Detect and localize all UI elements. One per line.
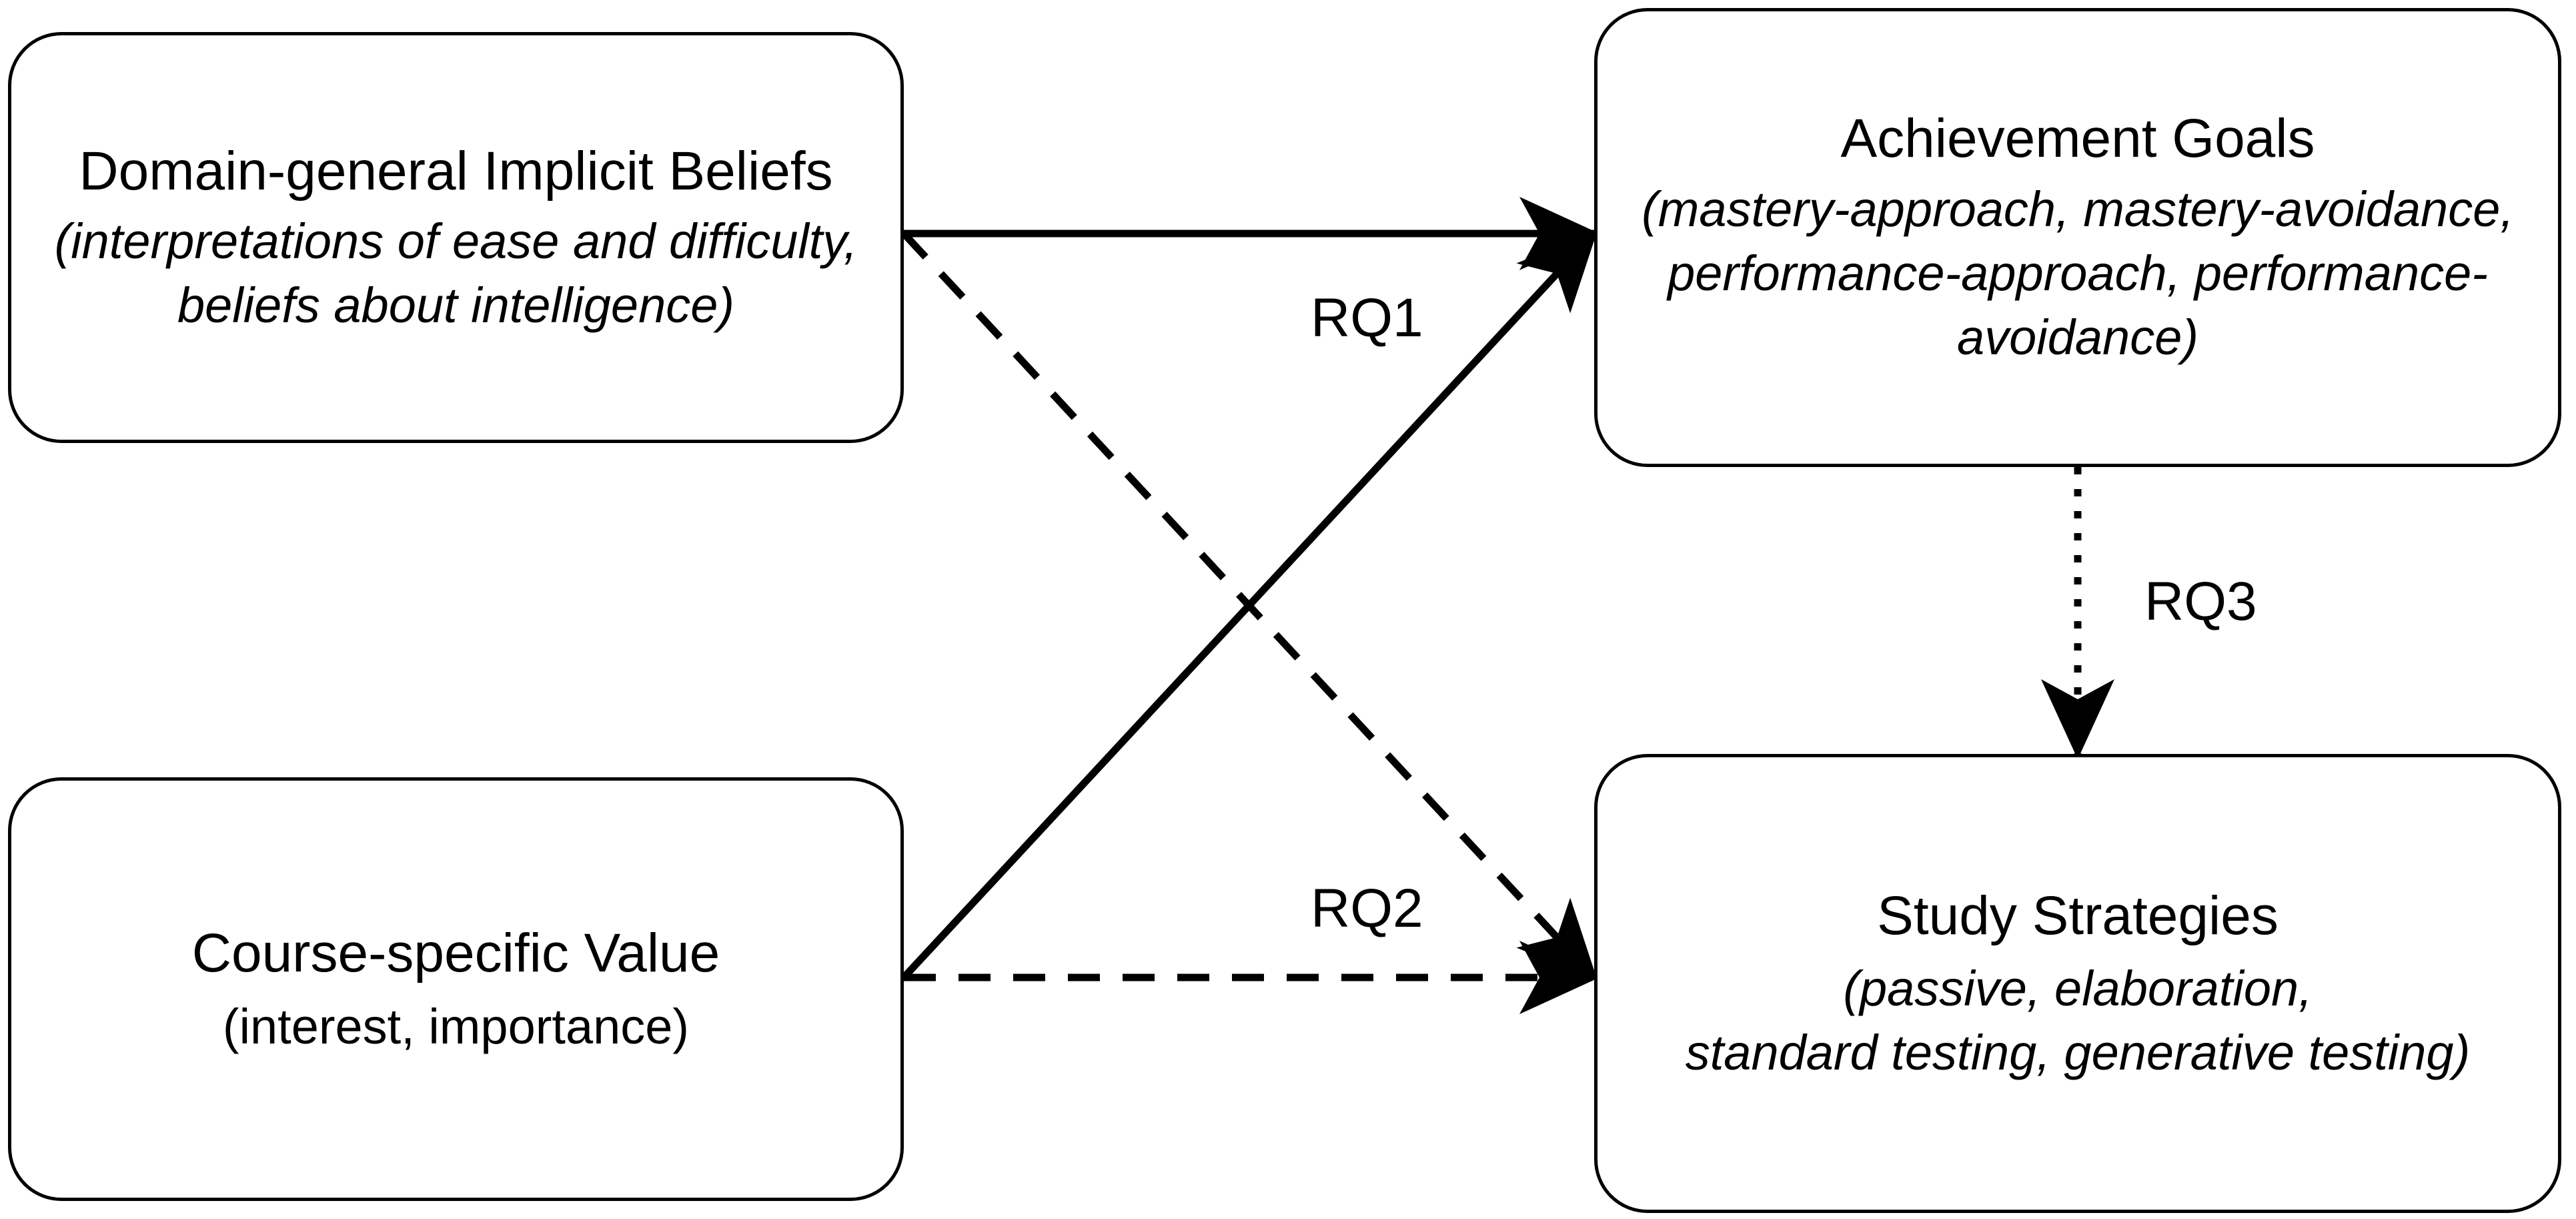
label-rq2: RQ2 [1311,878,1423,939]
label-rq3: RQ3 [2144,571,2257,632]
node-study-strategies: Study Strategies (passive, elaboration, … [1594,754,2561,1213]
node-course-specific-value: Course-specific Value (interest, importa… [8,777,904,1201]
node-detail-line: (interpretations of ease and difficulty, [54,214,858,270]
node-detail-line: (mastery-approach, mastery-avoidance, [1642,181,2514,237]
node-detail-line: (passive, elaboration, [1843,961,2313,1017]
node-domain-general-implicit-beliefs: Domain-general Implicit Beliefs (interpr… [8,32,904,443]
node-detail-line: standard testing, generative testing) [1685,1025,2471,1081]
node-title: Domain-general Implicit Beliefs [79,140,833,201]
node-title: Course-specific Value [191,923,720,984]
node-detail-line: beliefs about intelligence) [177,278,735,334]
node-title: Study Strategies [1877,885,2279,946]
node-achievement-goals: Achievement Goals (mastery-approach, mas… [1594,8,2561,467]
edge-beliefs-to-strategies [900,231,1598,981]
node-detail-line: avoidance) [1956,310,2198,366]
node-title: Achievement Goals [1840,108,2315,169]
node-detail-line: (interest, importance) [222,998,690,1054]
node-detail-line: performance-approach, performance- [1668,246,2488,302]
label-rq1: RQ1 [1311,288,1423,348]
